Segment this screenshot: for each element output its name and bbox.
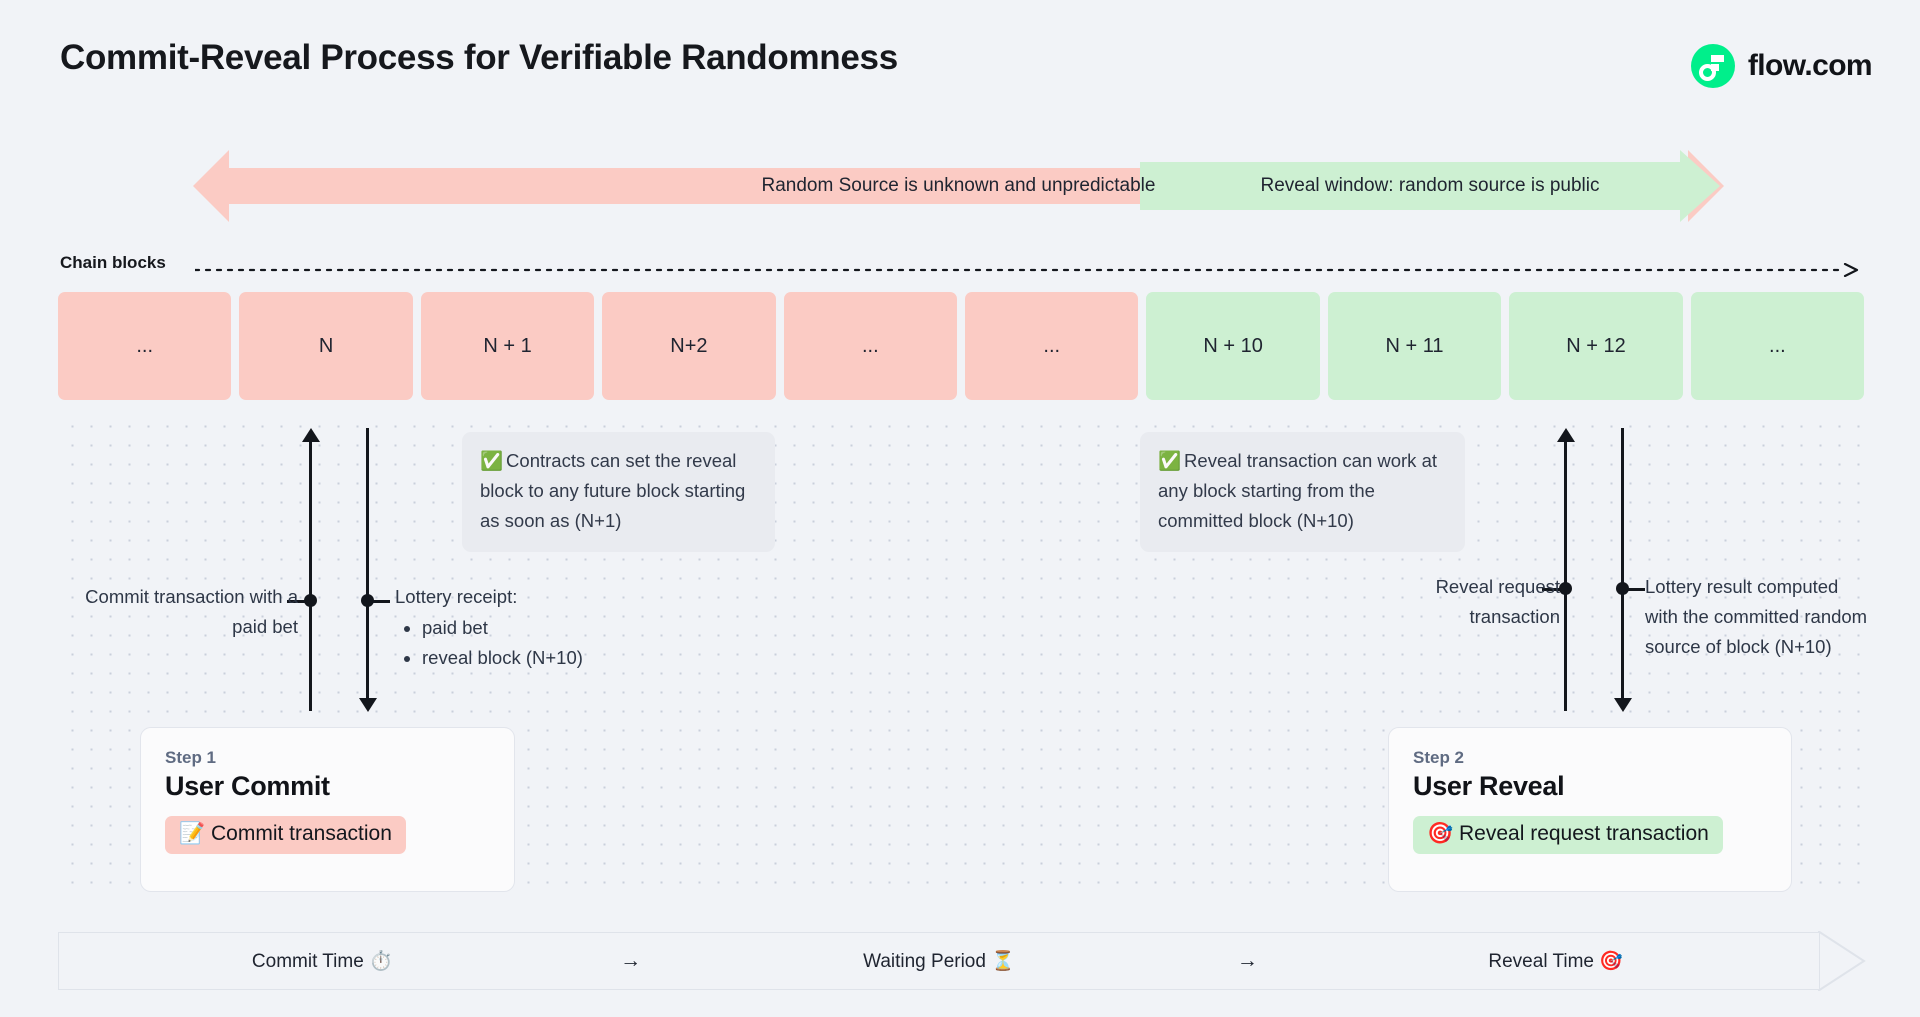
step-pill-label: Commit transaction	[211, 822, 392, 845]
result-connector-dot	[1616, 582, 1629, 595]
list-item: paid bet	[422, 613, 695, 643]
header: Commit-Reveal Process for Verifiable Ran…	[0, 0, 1920, 120]
chain-block-label: ...	[1043, 334, 1061, 357]
memo-icon: 📝	[179, 822, 206, 845]
receipt-connector-stub	[368, 600, 390, 603]
commit-arrow-head-icon	[302, 428, 320, 442]
lottery-receipt-list: paid bet reveal block (N+10)	[395, 613, 695, 673]
result-connector-stub	[1623, 588, 1645, 591]
timeline-segment-commit-time: Commit Time ⏱️	[59, 949, 586, 973]
chain-block[interactable]: ...	[783, 292, 958, 400]
reveal-connector-dot	[1559, 582, 1572, 595]
chain-block-label: N + 11	[1385, 334, 1444, 357]
phase-banners: Random Source is unknown and unpredictab…	[0, 150, 1920, 232]
callout-contracts: ✅Contracts can set the reveal block to a…	[462, 432, 775, 552]
chain-block-label: ...	[1769, 334, 1786, 357]
result-connector-line	[1621, 428, 1624, 698]
annotation-lottery-receipt: Lottery receipt: paid bet reveal block (…	[395, 582, 695, 673]
banner-label: Reveal window: random source is public	[1260, 175, 1600, 196]
step-card-user-commit[interactable]: Step 1 User Commit 📝 Commit transaction	[140, 727, 515, 892]
commit-transaction-pill[interactable]: 📝 Commit transaction	[165, 816, 406, 854]
chain-block-label: N + 10	[1203, 334, 1263, 357]
receipt-connector-line	[366, 428, 369, 698]
step-eyebrow: Step 2	[1413, 748, 1465, 767]
flow-logo-icon	[1690, 44, 1735, 88]
step-title: User Commit	[165, 771, 330, 801]
chain-axis-dotted-line	[195, 263, 1859, 277]
callout-text: Contracts can set the reveal block to an…	[480, 450, 746, 531]
timeline-arrow-icon: →	[1236, 949, 1258, 972]
reveal-arrow-head-icon	[1557, 428, 1575, 442]
white-check-mark-icon: ✅	[480, 450, 504, 471]
chain-block-label: ...	[861, 334, 879, 357]
chain-blocks-label: Chain blocks	[60, 253, 166, 272]
banner-reveal-window: Reveal window: random source is public	[1140, 150, 1720, 222]
commit-connector-dot	[304, 594, 317, 607]
timeline-segment-waiting-period: Waiting Period ⏳	[676, 949, 1203, 973]
annotation-commit-transaction: Commit transaction with a paid bet	[85, 586, 298, 637]
result-arrow-head-icon	[1614, 698, 1632, 712]
brand-logo: flow.com	[1690, 44, 1873, 88]
callout-text: Reveal transaction can work at any block…	[1158, 450, 1438, 531]
chain-blocks-row: ... N N + 1 N+2 ... ... N + 10 N + 11 N …	[58, 292, 1865, 400]
commit-connector-line	[309, 441, 312, 711]
step-card-user-reveal[interactable]: Step 2 User Reveal 🎯 Reveal request tran…	[1388, 727, 1792, 892]
step-pill-label: Reveal request transaction	[1459, 822, 1709, 845]
step-eyebrow: Step 1	[165, 748, 217, 767]
phase-timeline: Commit Time ⏱️ → Waiting Period ⏳ → Reve…	[58, 931, 1866, 991]
lottery-receipt-title: Lottery receipt:	[395, 586, 518, 607]
list-item: reveal block (N+10)	[422, 643, 695, 673]
reveal-connector-line	[1564, 441, 1567, 711]
chain-block[interactable]: N + 11	[1327, 292, 1502, 400]
chain-block[interactable]: ...	[1690, 292, 1865, 400]
chain-block-label: ...	[136, 334, 154, 357]
chain-block-label: N+2	[670, 334, 708, 357]
timeline-segment-label: Commit Time	[251, 951, 364, 972]
annotation-lottery-result: Lottery result computed with the committ…	[1645, 576, 1868, 657]
receipt-connector-dot	[361, 594, 374, 607]
chain-block-label: N + 12	[1566, 334, 1626, 357]
commit-connector-stub	[287, 600, 309, 603]
timeline-segment-label: Reveal Time	[1488, 951, 1594, 972]
chain-block-label: N	[318, 334, 334, 357]
timeline-arrow-icon: →	[620, 949, 642, 972]
chain-block[interactable]: ...	[965, 292, 1139, 400]
chain-block[interactable]: ...	[58, 292, 232, 400]
chain-block[interactable]: N + 10	[1146, 292, 1320, 400]
callout-reveal: ✅Reveal transaction can work at any bloc…	[1140, 432, 1465, 552]
chain-block-label: N + 1	[483, 334, 532, 357]
chain-block[interactable]: N + 1	[420, 292, 595, 400]
page-title: Commit-Reveal Process for Verifiable Ran…	[60, 38, 898, 77]
annotation-reveal-request: Reveal request transaction	[1435, 576, 1560, 627]
timeline-bar: Commit Time ⏱️ → Waiting Period ⏳ → Reve…	[58, 932, 1820, 990]
step-title: User Reveal	[1413, 771, 1565, 801]
timeline-arrow-tip-icon	[1818, 931, 1866, 991]
chain-block[interactable]: N+2	[602, 292, 776, 400]
timeline-segment-label: Waiting Period	[863, 951, 986, 972]
receipt-arrow-head-icon	[359, 698, 377, 712]
reveal-request-transaction-pill[interactable]: 🎯 Reveal request transaction	[1413, 816, 1723, 854]
direct-hit-icon: 🎯	[1599, 951, 1623, 972]
hourglass-icon: ⏳	[991, 951, 1015, 972]
brand-name: flow.com	[1747, 49, 1873, 82]
banner-label: Random Source is unknown and unpredictab…	[761, 175, 1156, 196]
timeline-segment-reveal-time: Reveal Time 🎯	[1292, 949, 1819, 973]
reveal-connector-stub	[1542, 588, 1564, 591]
chain-block[interactable]: N + 12	[1509, 292, 1683, 400]
chain-block[interactable]: N	[239, 292, 413, 400]
stopwatch-icon: ⏱️	[369, 951, 393, 972]
direct-hit-icon: 🎯	[1427, 822, 1454, 845]
right-arrow-shape	[1140, 150, 1720, 222]
white-check-mark-icon: ✅	[1158, 450, 1182, 471]
